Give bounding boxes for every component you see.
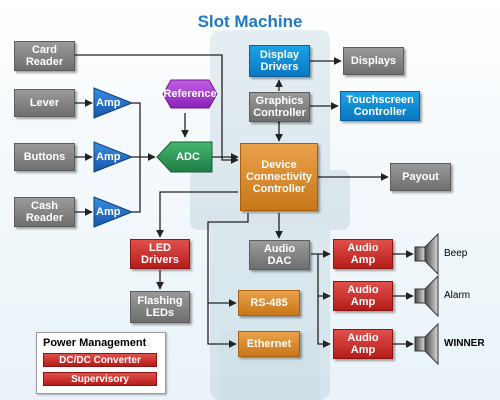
audio-dac-block: Audio DAC <box>249 240 310 270</box>
speaker-winner-icon <box>414 322 439 366</box>
reference-label: Reference <box>163 88 217 100</box>
line-dcc-to-ethernet <box>207 213 249 348</box>
ethernet-block: Ethernet <box>238 331 300 357</box>
supervisory-bar: Supervisory <box>43 372 157 386</box>
adc-label: ADC <box>176 151 200 163</box>
speaker-beep-label: Beep <box>444 248 468 259</box>
power-management-panel: Power Management DC/DC Converter Supervi… <box>36 332 166 394</box>
rs485-block: RS-485 <box>238 290 300 316</box>
line-amp1-out <box>130 102 141 157</box>
audio-amp-beep-block: Audio Amp <box>333 239 393 269</box>
line-amp3-out <box>130 157 141 213</box>
speaker-alarm-label: Alarm <box>444 290 471 301</box>
payout-block: Payout <box>390 163 451 191</box>
power-management-title: Power Management <box>43 337 147 349</box>
audio-amp-alarm-block: Audio Amp <box>333 281 393 311</box>
speaker-beep-icon <box>414 232 439 276</box>
card-reader-block: Card Reader <box>14 41 75 71</box>
amp-cash-icon <box>93 196 134 228</box>
cash-reader-block: Cash Reader <box>14 197 75 227</box>
amp-cash-label: Amp <box>96 206 121 218</box>
device-connectivity-controller-block: Device Connectivity Controller <box>240 143 318 211</box>
amp-lever-icon <box>93 87 134 119</box>
buttons-block: Buttons <box>14 143 75 171</box>
touchscreen-controller-block: Touchscreen Controller <box>340 91 420 121</box>
line-dcc-to-led <box>156 191 238 238</box>
audio-amp-winner-block: Audio Amp <box>333 329 393 359</box>
graphics-controller-block: Graphics Controller <box>249 92 310 122</box>
lever-block: Lever <box>14 89 75 117</box>
amp-lever-label: Amp <box>96 97 121 109</box>
amp-buttons-icon <box>93 141 134 173</box>
display-drivers-block: Display Drivers <box>249 45 310 77</box>
speaker-alarm-icon <box>414 274 439 318</box>
reference-shape <box>162 79 218 109</box>
flashing-leds-block: Flashing LEDs <box>130 291 190 323</box>
amp-buttons-label: Amp <box>96 151 121 163</box>
dcdc-converter-bar: DC/DC Converter <box>43 353 157 367</box>
displays-block: Displays <box>343 47 404 75</box>
adc-shape <box>156 141 213 173</box>
speaker-winner-label: WINNER <box>444 338 485 349</box>
led-drivers-block: LED Drivers <box>130 239 190 269</box>
diagram-title: Slot Machine <box>197 12 303 31</box>
line-dac-to-amp3 <box>317 296 331 348</box>
line-card-to-dcc <box>75 54 239 164</box>
